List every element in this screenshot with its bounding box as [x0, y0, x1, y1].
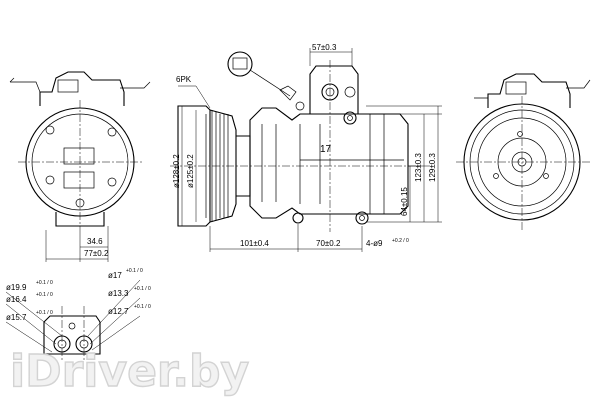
height-2-label: 129±0.3: [428, 153, 437, 182]
port-detail: ø19.9 ø16.4 ø15.7 ø17 ø13.3 ø12.7 +0.1 /…: [5, 268, 151, 360]
port-tol-3: +0.1 / 0: [36, 310, 53, 316]
mount-holes-tol-label: +0.2 / 0: [392, 238, 409, 244]
mount-holes-label: 4-ø9: [366, 239, 383, 248]
height-1-label: 123±0.3: [414, 153, 423, 182]
front-width-1-label: 34.6: [87, 237, 103, 246]
side-view: 17 57±0.3 6PK ø128±0.2 ø125±0.2: [170, 43, 442, 252]
port-label-1: ø19.9: [6, 283, 27, 292]
center-height-label: 64±0.15: [400, 187, 409, 216]
front-view: [456, 73, 591, 230]
port-tol-4: +0.1 / 0: [126, 268, 143, 274]
belt-label: 6PK: [176, 75, 192, 84]
port-tol-2: +0.1 / 0: [36, 292, 53, 298]
mount-offset-label: 70±0.2: [316, 239, 341, 248]
port-tol-1: +0.1 / 0: [36, 280, 53, 286]
port-label-2: ø16.4: [6, 295, 27, 304]
port-tol-6: +0.1 / 0: [134, 304, 151, 310]
port-label-3: ø15.7: [6, 313, 27, 322]
pulley-inner-dia-label: ø125±0.2: [186, 154, 195, 188]
front-width-2-label: 77±0.2: [84, 249, 109, 258]
port-label-5: ø13.3: [108, 289, 129, 298]
port-tol-5: +0.1 / 0: [134, 286, 151, 292]
pulley-outer-dia-label: ø128±0.2: [172, 154, 181, 188]
rear-view: 34.6 77±0.2: [9, 71, 151, 262]
body-label: 17: [320, 144, 332, 155]
top-offset-label: 57±0.3: [312, 43, 337, 52]
port-label-6: ø12.7: [108, 307, 129, 316]
watermark: iDriver.by: [10, 346, 249, 397]
length-total-label: 101±0.4: [240, 239, 269, 248]
port-label-4: ø17: [108, 271, 122, 280]
